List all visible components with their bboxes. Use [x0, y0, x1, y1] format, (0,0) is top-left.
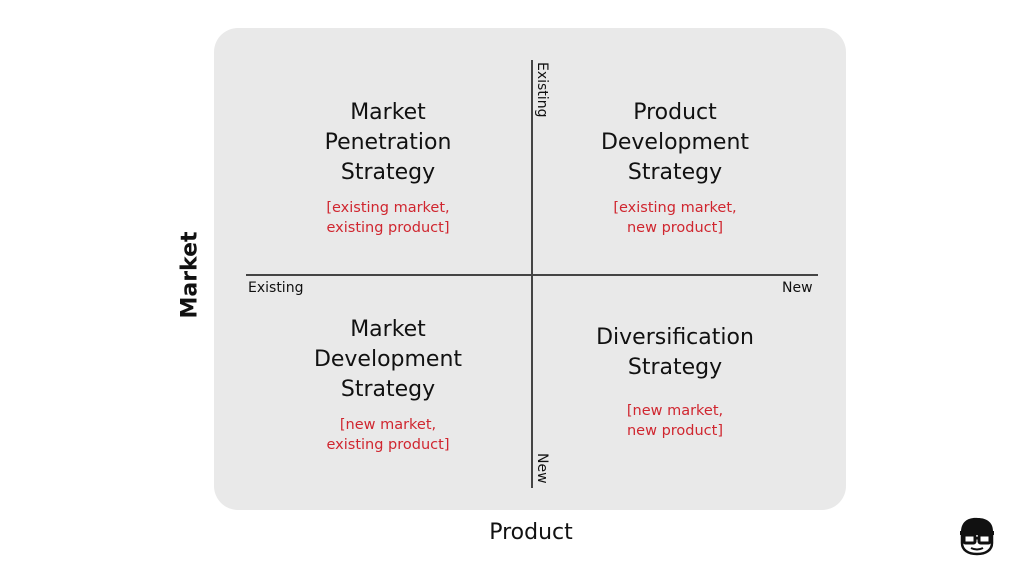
quadrant-note-line: [new market, [626, 403, 724, 419]
quadrant-title-line: Market [350, 100, 426, 125]
quadrant-note-line: [existing market, [326, 200, 450, 216]
quadrant-title: Diversification Strategy [545, 323, 805, 383]
quadrant-note-line: new product] [626, 220, 723, 236]
quadrant-title-line: Product [633, 100, 717, 125]
product-axis-title: Product [489, 520, 573, 545]
quadrant-note: [new market, new product] [545, 401, 805, 441]
quadrant-title-line: Market [350, 317, 426, 342]
vertical-axis-line [531, 60, 533, 488]
quadrant-market-development: Market Development Strategy [new market,… [258, 315, 518, 455]
market-axis-title: Market [177, 231, 203, 319]
quadrant-title: Market Penetration Strategy [258, 98, 518, 188]
quadrant-title-line: Penetration [324, 130, 452, 155]
quadrant-title-line: Strategy [627, 160, 723, 185]
quadrant-title-line: Strategy [627, 355, 723, 380]
quadrant-product-development: Product Development Strategy [existing m… [545, 98, 805, 238]
matrix-panel [214, 28, 846, 510]
quadrant-note: [existing market, new product] [545, 198, 805, 238]
nerd-glasses-face-icon [955, 516, 999, 556]
quadrant-title-line: Strategy [340, 377, 436, 402]
axis-label-existing-horizontal: Existing [248, 280, 304, 296]
quadrant-market-penetration: Market Penetration Strategy [existing ma… [258, 98, 518, 238]
quadrant-diversification: Diversification Strategy [new market, ne… [545, 323, 805, 441]
axis-label-new-horizontal: New [782, 280, 813, 296]
quadrant-note-line: existing product] [326, 437, 450, 453]
quadrant-note-line: existing product] [326, 220, 450, 236]
axis-label-existing-vertical: Existing [534, 62, 550, 118]
quadrant-note-line: [existing market, [613, 200, 737, 216]
quadrant-note: [existing market, existing product] [258, 198, 518, 238]
quadrant-title: Market Development Strategy [258, 315, 518, 405]
quadrant-note: [new market, existing product] [258, 415, 518, 455]
axis-label-new-vertical: New [534, 453, 550, 484]
quadrant-title-line: Strategy [340, 160, 436, 185]
quadrant-note-line: new product] [626, 423, 723, 439]
quadrant-title: Product Development Strategy [545, 98, 805, 188]
quadrant-note-line: [new market, [339, 417, 437, 433]
quadrant-title-line: Development [600, 130, 750, 155]
quadrant-title-line: Development [313, 347, 463, 372]
quadrant-title-line: Diversification [596, 325, 754, 350]
